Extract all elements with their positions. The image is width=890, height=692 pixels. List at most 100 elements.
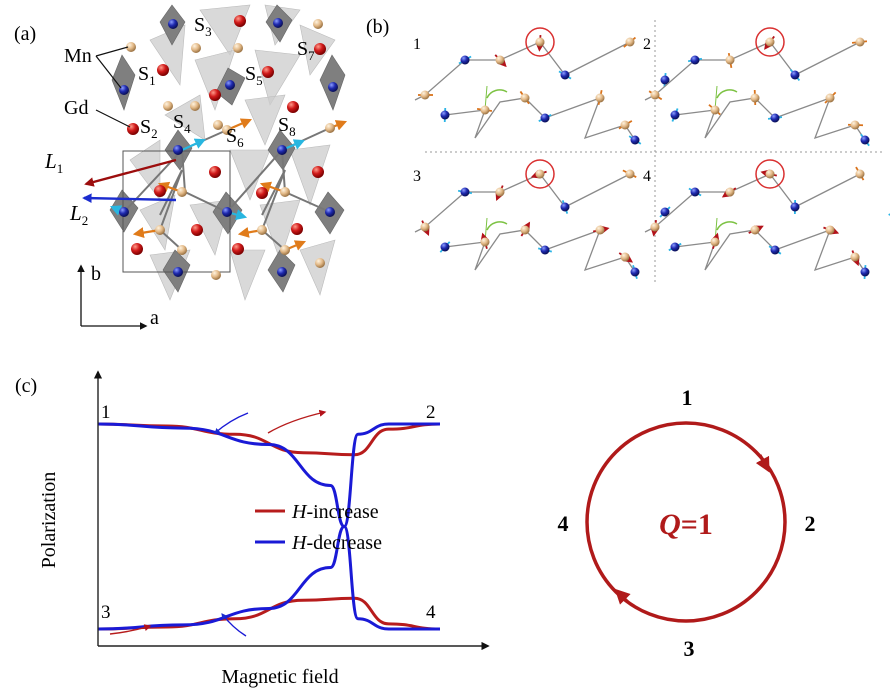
blue-atom — [670, 242, 680, 252]
mn-atom — [595, 225, 605, 235]
l1-label: L1 — [44, 149, 63, 176]
blue-atom — [460, 55, 470, 65]
panel-b-label: (b) — [366, 16, 389, 38]
gd-atoms — [127, 15, 326, 255]
panel-c: (c) Magnetic field Polarization 1 2 3 4 … — [15, 370, 816, 688]
blue-atom — [660, 75, 670, 85]
l2-label: L2 — [69, 201, 88, 228]
panel-a-label: (a) — [14, 23, 36, 45]
blue-atom — [670, 110, 680, 120]
mn-atom — [625, 169, 635, 179]
mn-atom — [850, 120, 860, 130]
bond — [644, 173, 861, 233]
blue-atom — [690, 187, 700, 197]
mn-atom — [750, 225, 760, 235]
bond — [674, 96, 866, 141]
spin-config-4: 4 — [643, 159, 890, 280]
polarization-chart — [97, 409, 441, 637]
mn-atom — [650, 222, 660, 232]
mn-atom — [825, 93, 835, 103]
angle-arc — [486, 221, 508, 231]
blue-atom — [540, 113, 550, 123]
series-h-increase-branch-1 — [97, 422, 441, 457]
state-label-3: 3 — [413, 168, 421, 185]
l2-vector — [82, 193, 177, 203]
y-axis-label: Polarization — [38, 472, 60, 569]
panel-a: (a) — [14, 4, 348, 330]
angle-arc — [716, 221, 738, 231]
topological-cycle: Q=1 1 2 3 4 — [558, 385, 816, 661]
mn-atom — [725, 55, 735, 65]
mn-atoms — [126, 19, 335, 280]
blue-atoms — [119, 18, 338, 277]
site-label-s2: S2 — [140, 116, 158, 141]
panel-b: (b) 1 2 3 4 — [366, 16, 890, 285]
dark-polyhedra — [109, 4, 346, 293]
mn-atom — [650, 90, 660, 100]
mn-atom — [825, 225, 835, 235]
mn-atom — [765, 37, 775, 47]
bond — [414, 173, 631, 233]
chart-legend: H-increase H-decrease — [255, 501, 382, 554]
site-label-s6: S6 — [226, 125, 244, 150]
series-h-decrease-branch-1 — [97, 422, 440, 631]
spin-config-1: 1 — [413, 27, 670, 145]
angle-arc — [486, 89, 508, 99]
mn-atom — [495, 187, 505, 197]
blue-atom — [560, 202, 570, 212]
mn-atom — [595, 93, 605, 103]
mn-atom — [750, 93, 760, 103]
gd-label: Gd — [64, 97, 88, 119]
state-label-2: 2 — [643, 36, 651, 53]
blue-atom — [630, 267, 640, 277]
sweep-direction-arrow — [214, 412, 249, 434]
site-label-s1: S1 — [138, 63, 156, 88]
sweep-direction-arrow — [267, 409, 327, 434]
blue-atom — [440, 242, 450, 252]
mn-atom — [535, 169, 545, 179]
site-label-s8: S8 — [278, 114, 296, 139]
highlight-circle — [755, 159, 785, 189]
cycle-label-4: 4 — [558, 511, 569, 536]
blue-atom — [660, 207, 670, 217]
bond — [644, 41, 861, 101]
state-label-1: 1 — [413, 36, 421, 53]
blue-atom — [790, 202, 800, 212]
cycle-q-label: Q=1 — [659, 508, 713, 541]
blue-atom — [860, 135, 870, 145]
highlight-circle — [755, 27, 785, 57]
mn-atom — [625, 37, 635, 47]
mn-atom — [710, 105, 720, 115]
blue-atom — [440, 110, 450, 120]
site-label-s5: S5 — [245, 63, 263, 88]
mn-atom — [725, 187, 735, 197]
x-axis-label: Magnetic field — [221, 666, 338, 688]
series-h-decrease-branch-2 — [97, 422, 440, 631]
bond — [444, 96, 636, 141]
mn-atom — [480, 105, 490, 115]
bond — [414, 41, 631, 101]
mn-atom — [620, 252, 630, 262]
chart-state-label-2: 2 — [426, 402, 436, 423]
state-label-4: 4 — [643, 168, 651, 185]
mn-atom — [765, 169, 775, 179]
blue-atom — [770, 245, 780, 255]
series-h-increase-branch-2 — [97, 596, 441, 631]
blue-atom — [540, 245, 550, 255]
chart-state-label-1: 1 — [101, 402, 111, 423]
spin-config-2: 2 — [643, 27, 870, 147]
blue-atom — [630, 135, 640, 145]
mn-atom — [855, 37, 865, 47]
blue-atom — [770, 113, 780, 123]
blue-atom — [790, 70, 800, 80]
mn-atom — [495, 55, 505, 65]
sweep-direction-arrow — [109, 624, 152, 635]
blue-atom — [690, 55, 700, 65]
cycle-label-2: 2 — [805, 511, 816, 536]
axis-a-label: a — [150, 307, 159, 329]
blue-atom — [560, 70, 570, 80]
site-labels: S1 S2 S3 S4 S5 S6 S7 S8 — [138, 14, 315, 150]
blue-atom — [460, 187, 470, 197]
site-label-s3: S3 — [194, 14, 212, 39]
